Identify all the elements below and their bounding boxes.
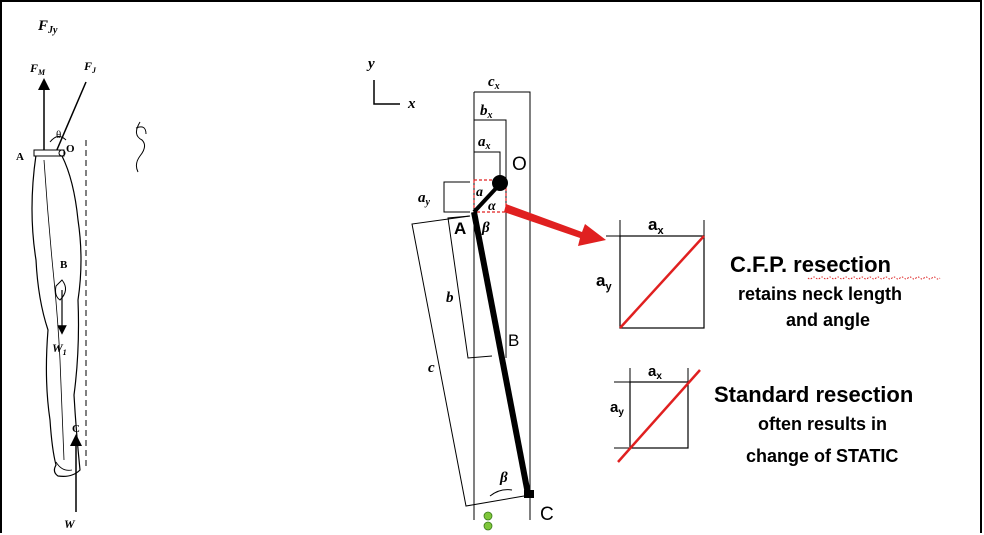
- zoom-pointer-arrow: [504, 204, 606, 246]
- cfp-caption-line2: retains neck length: [738, 284, 902, 304]
- green-marker-bottom: [483, 521, 493, 531]
- inset-bottom-ax-label: ax: [648, 363, 662, 382]
- inset-top-neck-line: [619, 235, 705, 329]
- inset-cfp: ax ay: [596, 215, 705, 329]
- bx-label: bx: [480, 103, 493, 121]
- main-diagram: y x cx bx ax ay b c O A B C a α β: [366, 56, 606, 531]
- leg-bone-line: [43, 159, 65, 461]
- point-o-label: O: [66, 143, 75, 155]
- c-label: c: [428, 360, 435, 376]
- point-b-label: B: [60, 259, 68, 271]
- w-label: W: [64, 517, 76, 531]
- ay-bracket: [443, 181, 470, 213]
- inset-bottom-box: [629, 381, 689, 449]
- axes-symbol: [373, 80, 400, 105]
- angle-beta-arc: [489, 489, 513, 497]
- inset-bottom-neck-line: [617, 369, 701, 463]
- inset-standard: ax ay: [610, 363, 701, 463]
- foot-toes: [55, 461, 73, 471]
- green-marker-top: [483, 511, 493, 521]
- leg-outline: [31, 154, 82, 477]
- neck-highlight-box: [473, 179, 507, 213]
- point-a-label: A: [16, 151, 24, 163]
- hip-bar: [33, 149, 65, 157]
- cfp-caption-line3: and angle: [786, 310, 870, 330]
- cfp-caption-line1: C.F.P. resection: [730, 252, 891, 277]
- point-c-label: C: [72, 423, 80, 435]
- fjy-label: FJy: [37, 18, 58, 36]
- angle-beta-bottom-label: β: [499, 470, 508, 486]
- b-bracket: [447, 215, 493, 359]
- angle-beta-top-label: β: [481, 220, 490, 236]
- c-bracket: [411, 215, 525, 507]
- inset-bottom-ay-label: ay: [610, 399, 624, 418]
- std-caption-line2: often results in: [758, 414, 887, 434]
- point-o-label: O: [512, 154, 527, 175]
- bx-bracket: [474, 119, 507, 358]
- inset-top-ax-label: ax: [648, 215, 664, 237]
- femoral-head-joint: [492, 175, 508, 191]
- captions: C.F.P. resection retains neck length and…: [714, 252, 941, 466]
- std-caption-line3: change of STATIC: [746, 446, 898, 466]
- cx-bracket: [474, 91, 531, 520]
- ax-label: ax: [478, 134, 491, 152]
- theta-label: θ: [56, 129, 61, 141]
- point-c-marker: [524, 490, 534, 498]
- angle-a-label: a: [476, 185, 483, 200]
- inset-top-ay-label: ay: [596, 271, 612, 293]
- theta-arc: [49, 136, 67, 143]
- cx-label: cx: [488, 74, 500, 92]
- ay-label: ay: [418, 190, 431, 208]
- spellcheck-underline: [807, 276, 941, 280]
- leg-figure: FJy FM FJ θ A O B W1 C W: [16, 18, 147, 531]
- femur-shaft-link: [471, 211, 531, 495]
- knee-outline: [55, 279, 66, 301]
- axis-x-label: x: [407, 96, 416, 112]
- w1-label: W1: [52, 341, 67, 357]
- std-caption-line1: Standard resection: [714, 382, 913, 407]
- squiggle-mark: [135, 121, 147, 173]
- hip-joint-circle: [58, 149, 66, 157]
- point-a-label: A: [454, 219, 466, 238]
- b-label: b: [446, 290, 454, 306]
- point-b-label: B: [508, 331, 519, 350]
- angle-alpha-label: α: [488, 199, 496, 214]
- ax-bracket: [474, 151, 501, 180]
- fj-label: FJ: [83, 59, 97, 75]
- fj-line: [55, 81, 87, 153]
- axis-y-label: y: [366, 56, 375, 72]
- inset-top-box: [619, 235, 705, 329]
- fm-label: FM: [29, 61, 46, 77]
- point-c-label: C: [540, 504, 554, 525]
